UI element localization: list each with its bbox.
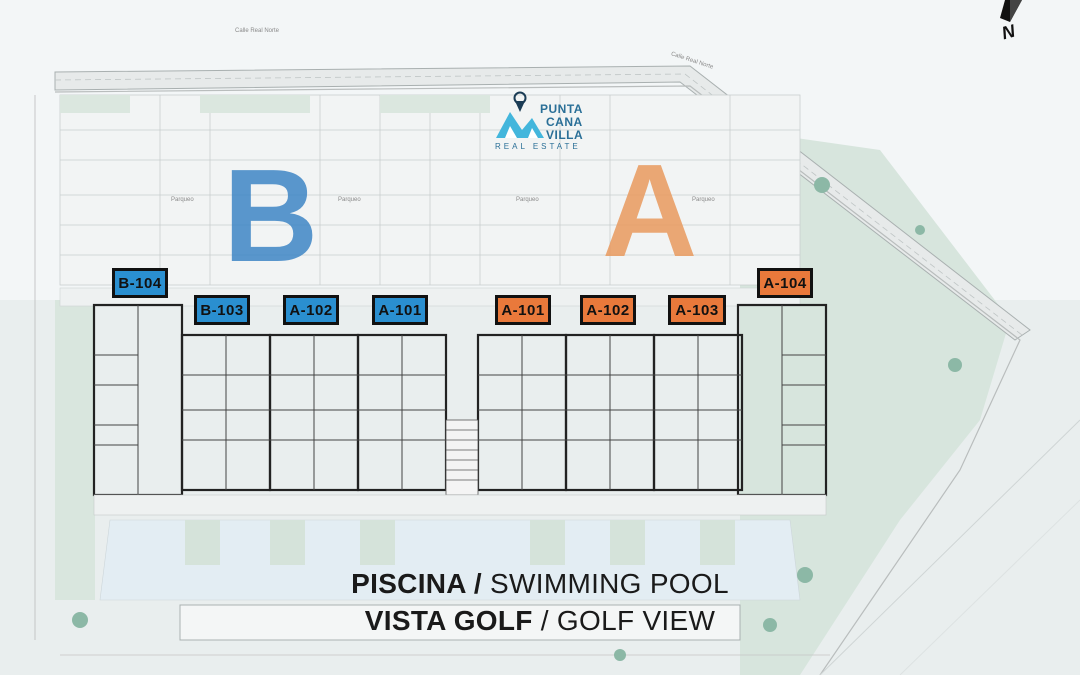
logo-mountain-icon — [496, 112, 544, 138]
logo-pin-icon — [513, 91, 527, 112]
unit-label-b-a-101[interactable]: A-101 — [372, 295, 428, 325]
caption-golf-rest: / GOLF VIEW — [532, 605, 716, 636]
caption-golf-bold: VISTA GOLF — [364, 605, 533, 636]
caption-pool: PISCINA / SWIMMING POOL — [0, 568, 1080, 600]
parking-grid — [59, 94, 801, 286]
road — [54, 65, 1031, 341]
unit-label-b-a-102[interactable]: A-102 — [283, 295, 339, 325]
parking-label: Parqueo — [171, 197, 194, 203]
parking-label: Parqueo — [692, 197, 715, 203]
tree-symbols — [72, 177, 962, 661]
caption-pool-bold: PISCINA / — [351, 568, 482, 599]
unit-label-b-104[interactable]: B-104 — [112, 268, 168, 298]
unit-label-a-101[interactable]: A-101 — [495, 295, 551, 325]
logo-tagline: REAL ESTATE — [495, 142, 581, 151]
caption-pool-rest: SWIMMING POOL — [481, 568, 729, 599]
unit-label-a-104[interactable]: A-104 — [757, 268, 813, 298]
caption-golf: VISTA GOLF / GOLF VIEW — [0, 605, 1080, 637]
logo-line1: PUNTA — [540, 102, 583, 116]
logo-line2: CANA — [546, 115, 583, 129]
north-arrow-icon — [1000, 0, 1022, 22]
unit-label-a-102[interactable]: A-102 — [580, 295, 636, 325]
unit-label-b-103[interactable]: B-103 — [194, 295, 250, 325]
parking-label: Parqueo — [338, 197, 361, 203]
street-label-top: Calle Real Norte — [235, 28, 280, 34]
building-a-letter: A — [602, 137, 698, 284]
logo-line3: VILLA — [546, 128, 584, 142]
parking-label: Parqueo — [516, 197, 539, 203]
building-b-letter: B — [223, 142, 319, 289]
unit-label-a-103[interactable]: A-103 — [668, 295, 726, 325]
